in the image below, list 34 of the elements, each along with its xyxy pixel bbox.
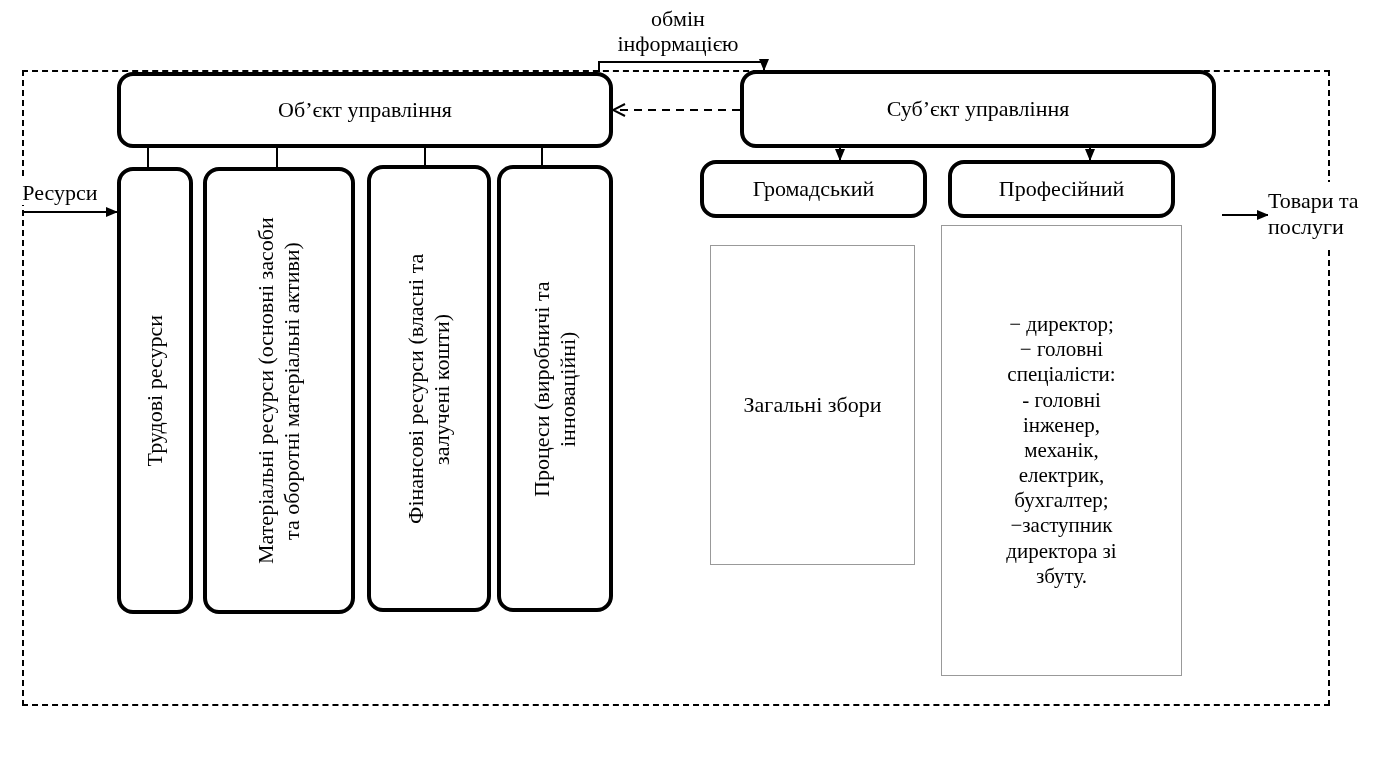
node-text: − головні спеціалісти: — [1006, 337, 1117, 388]
rounded-box — [497, 165, 613, 612]
node-text: Фінансові ресурси (власні та залучені кошти) — [402, 252, 455, 526]
rounded-box — [700, 160, 927, 218]
arrow — [21, 207, 118, 217]
node-text: Загальні збори — [743, 391, 882, 419]
arrow — [835, 147, 845, 161]
connector-line — [147, 147, 149, 168]
node-text: Професійний — [998, 175, 1125, 203]
node-text: Громадський — [752, 175, 875, 203]
arrow — [598, 59, 769, 73]
node-text: Процеси (виробничі та інноваційні) — [528, 279, 581, 499]
text-panel — [941, 225, 1182, 676]
node-text: Матеріальні ресурси (основні засоби та оборотні матеріальні активи) — [252, 216, 305, 566]
node-text: Суб’єкт управління — [886, 95, 1070, 123]
node-text: Об’єкт управління — [278, 96, 452, 124]
connector-line — [541, 147, 543, 166]
node-text: − директор; — [1009, 311, 1114, 338]
connector-line — [424, 147, 426, 166]
rounded-box — [203, 167, 355, 614]
rounded-box — [948, 160, 1175, 218]
rounded-box — [117, 167, 193, 614]
connector-line — [276, 147, 278, 168]
arrow — [1085, 147, 1095, 161]
rounded-box — [367, 165, 491, 612]
node-text: Товари та послуги — [1268, 187, 1360, 241]
arrow — [612, 103, 741, 117]
node-text: - головні інженер, механік, електрик, бухгалтер; — [1013, 387, 1110, 514]
rounded-box — [740, 70, 1216, 148]
node-text: −заступник директора зі збуту. — [1005, 513, 1118, 590]
text-panel — [710, 245, 915, 565]
node-text: Трудові ресурси — [141, 314, 168, 467]
rounded-box — [117, 72, 613, 148]
arrow — [1221, 210, 1269, 220]
